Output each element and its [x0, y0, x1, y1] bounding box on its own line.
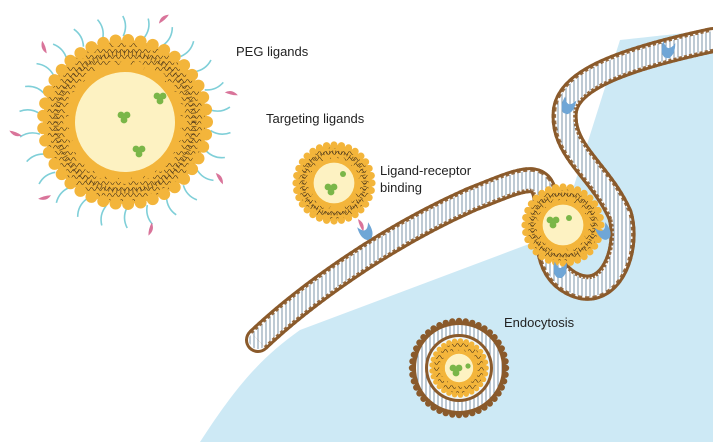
pegylated-liposome [9, 14, 238, 236]
drug-cargo-icon [153, 92, 167, 105]
targeting-ligand-icon [148, 222, 153, 236]
receptor-protein-icon [594, 222, 611, 240]
ligand-receptor-binding-label-line2: binding [380, 180, 422, 195]
aqueous-core [542, 204, 584, 246]
targeted-liposome [292, 141, 376, 232]
receptor-protein-icon [553, 261, 567, 279]
targeting-ligands-label: Targeting ligands [266, 111, 365, 126]
receptor-protein-icon [561, 96, 577, 115]
liposome-in-pit [521, 183, 605, 267]
targeting-ligand-icon [224, 90, 238, 96]
targeting-ligand-icon [9, 130, 22, 137]
targeting-ligand-icon [215, 172, 223, 185]
targeting-ligand-icon [158, 14, 169, 24]
ligand-receptor-binding-label-line1: Ligand-receptor [380, 163, 472, 178]
receptor-protein-icon [661, 41, 676, 59]
endosome-vesicle [408, 317, 510, 419]
drug-cargo-icon [449, 364, 463, 377]
receptor-protein-icon [357, 222, 373, 241]
aqueous-core [313, 162, 355, 204]
receptor-group [357, 41, 676, 279]
targeting-ligand-icon [41, 40, 47, 54]
targeting-ligand-icon [38, 195, 52, 200]
drug-cargo-icon [546, 216, 560, 229]
endosome-liposome [429, 338, 489, 398]
drug-cargo-icon [324, 183, 338, 196]
drug-cargo-icon [132, 145, 146, 158]
targeting-ligand-icon [357, 219, 364, 232]
endocytosis-label: Endocytosis [504, 315, 575, 330]
drug-cargo-icon [117, 111, 131, 124]
peg-ligands-label: PEG ligands [236, 44, 309, 59]
